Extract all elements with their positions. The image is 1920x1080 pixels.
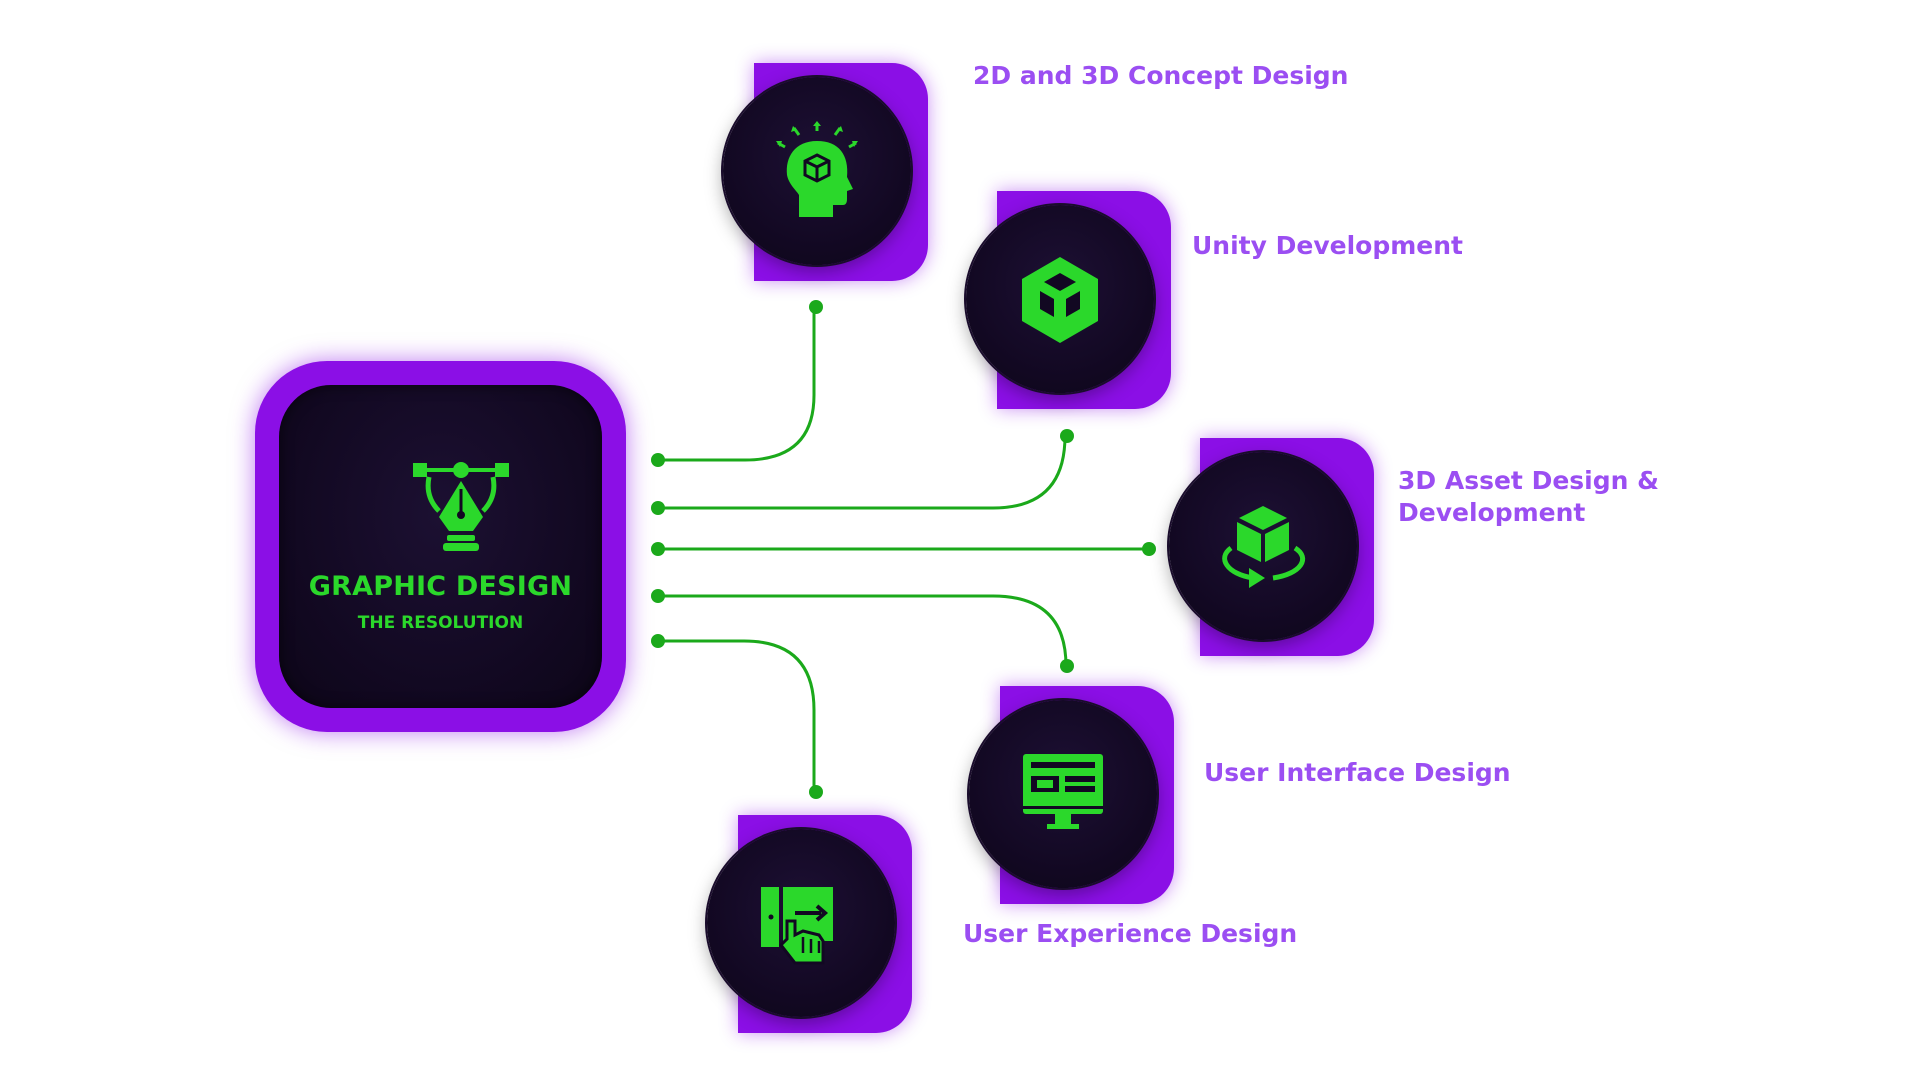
connector-dot — [651, 542, 665, 556]
hub-title: GRAPHIC DESIGN — [308, 571, 573, 602]
connector-dot — [809, 785, 823, 799]
connector-ui — [656, 594, 1068, 667]
node-user-interface-design — [969, 686, 1174, 906]
connector-dot — [651, 453, 665, 467]
node-label-user-experience-design: User Experience Design — [963, 919, 1298, 948]
node-user-experience-design — [707, 815, 912, 1035]
head-cube-idea-icon — [767, 121, 867, 221]
node-label-concept-design: 2D and 3D Concept Design — [973, 61, 1349, 90]
node-label-line-2: Development — [1398, 498, 1586, 527]
connector-dot — [651, 501, 665, 515]
node-label-user-interface-design: User Interface Design — [1204, 758, 1511, 787]
connector-dot — [809, 300, 823, 314]
pen-tool-bezier-icon — [411, 455, 511, 555]
node-label-line-1: 3D Asset Design & — [1398, 466, 1659, 495]
node-disc — [1169, 452, 1357, 640]
connector-unity — [656, 435, 1067, 510]
hand-swipe-tablet-icon — [751, 873, 851, 973]
node-3d-asset-design — [1169, 438, 1374, 658]
node-label-unity-development: Unity Development — [1192, 231, 1463, 260]
central-hub-panel: GRAPHIC DESIGN THE RESOLUTION — [279, 385, 602, 708]
connector-dot — [651, 634, 665, 648]
rotating-cube-icon — [1213, 496, 1313, 596]
node-concept-design — [723, 63, 928, 283]
hub-subtitle: THE RESOLUTION — [357, 613, 524, 633]
node-unity-development — [966, 191, 1171, 411]
connector-dot — [651, 589, 665, 603]
monitor-layout-icon — [1013, 744, 1113, 844]
connector-dot — [1060, 659, 1074, 673]
unity-logo-icon — [1010, 249, 1110, 349]
connector-ux — [656, 639, 816, 792]
central-hub: GRAPHIC DESIGN THE RESOLUTION — [255, 361, 626, 732]
connector-dot — [1060, 429, 1074, 443]
connector-dot — [1142, 542, 1156, 556]
node-label-3d-asset-design: 3D Asset Design & Development — [1398, 465, 1659, 529]
connector-concept — [656, 306, 816, 462]
